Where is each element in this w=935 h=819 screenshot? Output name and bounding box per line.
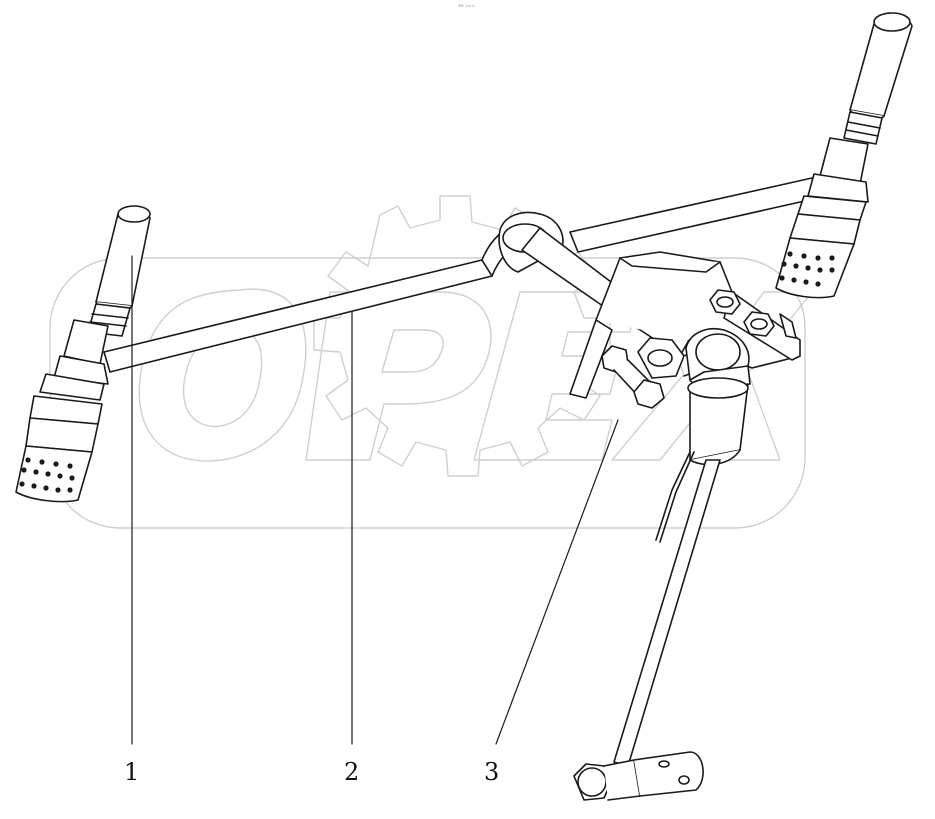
right-spring xyxy=(843,111,883,145)
right-body xyxy=(775,137,869,299)
right-filter-holes xyxy=(779,251,835,287)
bolt-top-right xyxy=(709,289,741,315)
header-mark: °⁰ ⁼⁼⁼ xyxy=(458,4,475,11)
bolt-left-lower xyxy=(601,345,665,409)
left-nozzle-assembly xyxy=(15,205,151,503)
callout-label-3: 3 xyxy=(484,758,500,786)
mounting-bracket xyxy=(569,251,801,399)
left-cap xyxy=(95,205,151,312)
watermark-letter-p xyxy=(305,291,492,461)
left-body xyxy=(15,319,109,503)
lower-fitting xyxy=(573,751,704,801)
watermark-letter-e xyxy=(473,291,641,461)
callout-label-2: 2 xyxy=(344,758,360,786)
valve-body xyxy=(685,328,751,466)
watermark-gear xyxy=(313,195,611,477)
right-cap xyxy=(849,12,913,121)
bolt-right xyxy=(743,311,775,337)
sensor-wire xyxy=(655,451,695,543)
right-crossbar xyxy=(569,177,819,253)
bolt-side-right xyxy=(779,313,797,339)
callout-label-1: 1 xyxy=(124,758,140,786)
leader-line-3 xyxy=(495,419,619,745)
leader-lines xyxy=(131,255,619,745)
bracket-bolts xyxy=(601,289,797,409)
left-filter-holes xyxy=(19,457,75,493)
right-nozzle-assembly xyxy=(775,12,913,299)
